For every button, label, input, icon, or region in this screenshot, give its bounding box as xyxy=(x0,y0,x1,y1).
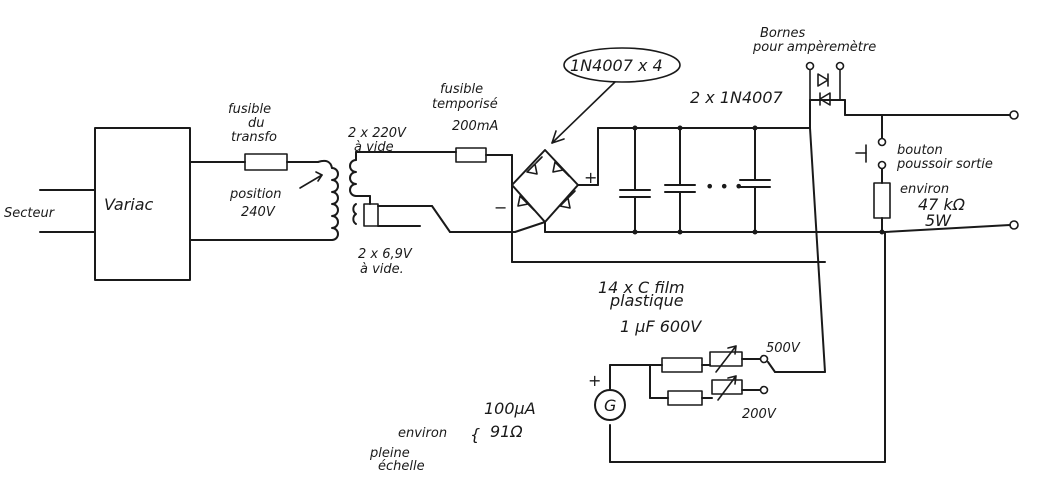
svg-text:échelle: échelle xyxy=(378,459,425,474)
svg-text:G: G xyxy=(604,396,616,415)
label-secteur: Secteur xyxy=(4,206,56,221)
delay-fuse: fusible temporisé 200mA xyxy=(432,82,513,163)
label-fusible-transfo: fusible xyxy=(228,102,271,117)
label-sec-hv: 2 x 220V xyxy=(348,126,407,141)
output-section: bouton poussoir sortie environ 47 kΩ 5W xyxy=(855,114,1019,463)
svg-text:transfo: transfo xyxy=(231,130,277,145)
label-plus: + xyxy=(584,168,597,187)
label-bouton: bouton xyxy=(897,143,943,158)
ammeter-terminals: Bornes pour ampèremètre 2 x 1N4007 xyxy=(690,26,1019,129)
secondary-hv-winding xyxy=(349,159,357,197)
secondary-lv-winding xyxy=(352,203,357,225)
svg-text:200mA: 200mA xyxy=(452,119,498,134)
tap-arrow xyxy=(299,174,323,189)
label-diodes: 2 x 1N4007 xyxy=(690,88,784,107)
meter-branch: G + 500V 200V environ 100µA 91Ω { pleine… xyxy=(369,127,886,474)
svg-text:5W: 5W xyxy=(925,211,952,230)
primary-circuit: fusible du transfo position 240V xyxy=(189,102,333,241)
label-position: position xyxy=(229,187,282,202)
label-resistor: environ xyxy=(900,182,949,197)
svg-text:à vide.: à vide. xyxy=(360,262,404,277)
svg-text:du: du xyxy=(248,116,265,131)
svg-text:240V: 240V xyxy=(241,205,276,220)
svg-text:+: + xyxy=(588,371,601,390)
label-minus: − xyxy=(494,198,507,217)
bleeder-resistor xyxy=(873,182,891,219)
label-bornes: Bornes xyxy=(760,26,805,41)
label-pleine: pleine xyxy=(369,446,410,461)
bridge-rectifier: + − 1N4007 x 4 xyxy=(494,47,681,263)
label-sec-lv: 2 x 6,9V xyxy=(358,247,413,262)
label-environ: environ xyxy=(398,426,447,441)
variac: Variac xyxy=(94,127,191,281)
label-500v: 500V xyxy=(766,341,801,356)
label-variac: Variac xyxy=(104,195,154,214)
label-caps: 14 x C film xyxy=(598,278,685,297)
svg-text:à vide: à vide xyxy=(354,140,394,155)
capacitor-bank: • • • 14 x C film plastique 1 µF 600V xyxy=(511,125,886,336)
svg-text:pour ampèremètre: pour ampèremètre xyxy=(752,40,876,55)
transformer: 2 x 220V à vide 2 x 6,9V à vide. xyxy=(331,126,516,277)
bridge-note-bubble xyxy=(563,47,681,83)
svg-text:poussoir sortie: poussoir sortie xyxy=(896,157,993,172)
galvanometer xyxy=(594,389,626,421)
label-meter-current: 100µA xyxy=(484,399,536,418)
svg-text:temporisé: temporisé xyxy=(432,97,498,112)
svg-text:{: { xyxy=(470,425,480,444)
label-meter-res: 91Ω xyxy=(490,422,523,441)
primary-winding xyxy=(331,167,339,241)
label-bridge: 1N4007 x 4 xyxy=(570,56,663,75)
svg-text:• • •: • • • xyxy=(705,177,743,196)
svg-text:plastique: plastique xyxy=(609,291,684,310)
label-fusible-temp: fusible xyxy=(440,82,483,97)
mains-input: Secteur xyxy=(4,189,96,233)
label-200v: 200V xyxy=(742,407,777,422)
svg-text:1 µF 600V: 1 µF 600V xyxy=(620,317,702,336)
transfo-fuse xyxy=(244,153,288,171)
svg-text:47 kΩ: 47 kΩ xyxy=(918,195,966,214)
